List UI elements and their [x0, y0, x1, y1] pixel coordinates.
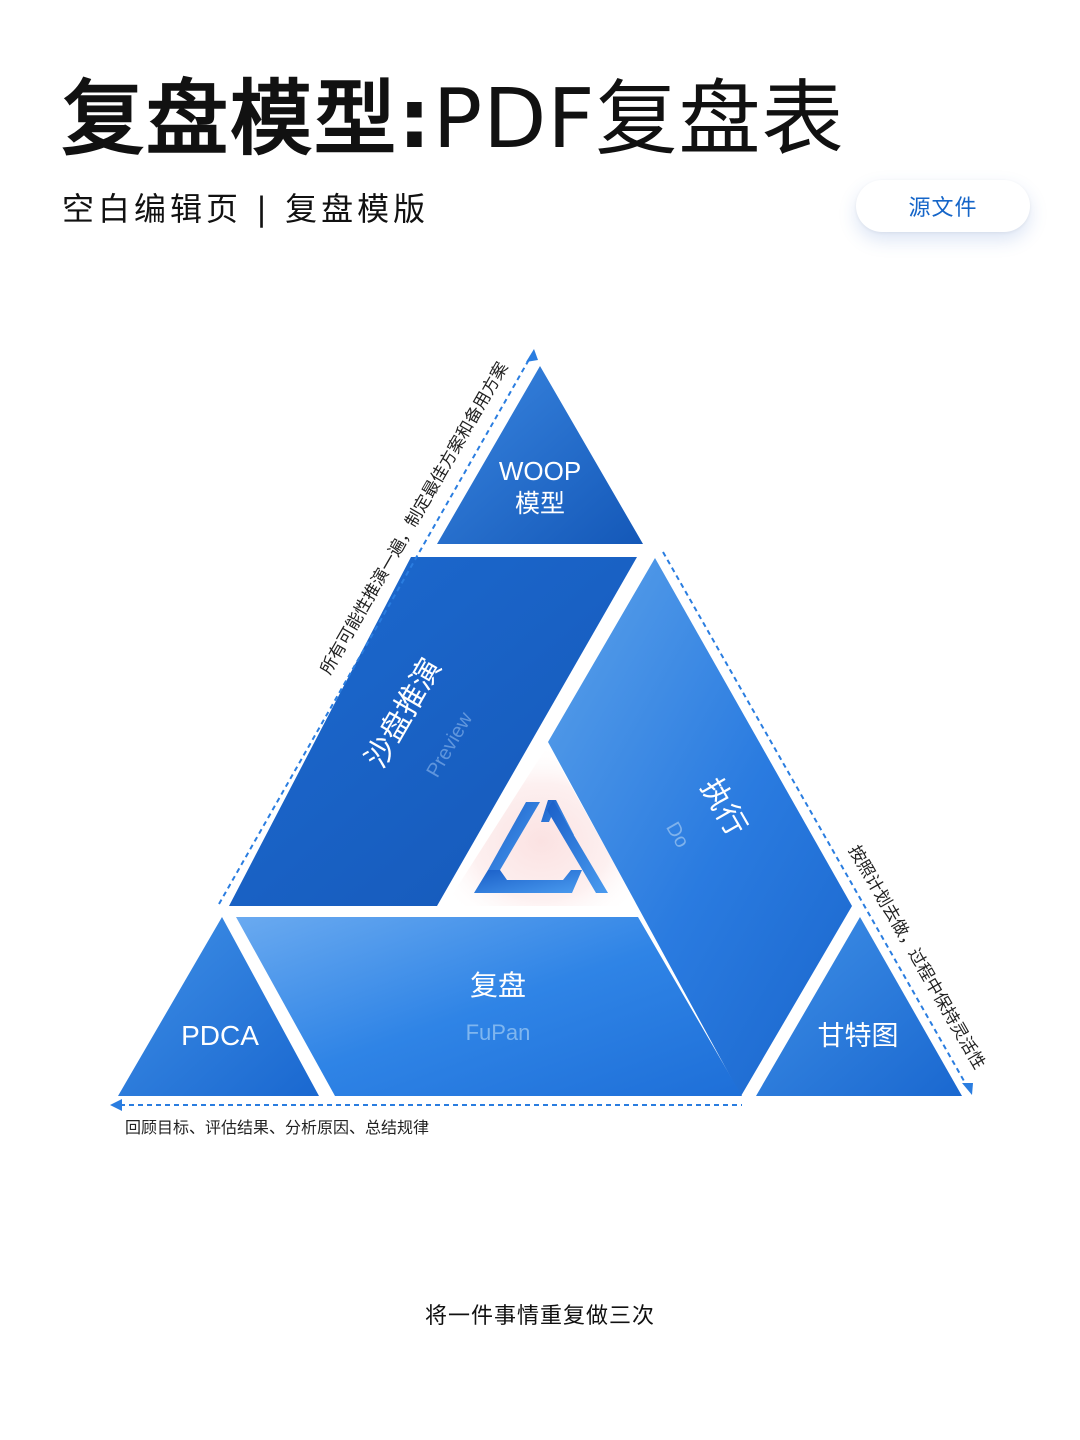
center-logo-icon — [474, 800, 608, 893]
page-title: 复盘模型: PDF复盘表 — [62, 52, 845, 167]
right-arrowhead — [962, 1083, 973, 1095]
title-bold-part: 复盘模型: — [62, 72, 433, 167]
right-edge-arrow — [662, 551, 969, 1089]
footer-text: 将一件事情重复做三次 — [424, 1304, 655, 1329]
bottom-right-label: 甘特图 — [818, 1021, 899, 1052]
bottom-arrow-caption: 回顾目标、评估结果、分析原因、总结规律 — [125, 1118, 429, 1137]
page-subtitle: 空白编辑页 | 复盘模版 — [62, 190, 430, 228]
bottom-right-segment — [756, 917, 962, 1096]
source-file-button[interactable]: 源文件 — [856, 180, 1030, 232]
bottom-arrowhead — [110, 1099, 122, 1111]
top-label-line2: 模型 — [515, 489, 565, 518]
top-segment — [437, 366, 643, 544]
bottom-band-sublabel: FuPan — [466, 1020, 531, 1045]
bottom-band — [236, 917, 742, 1096]
left-arrowhead — [526, 349, 538, 362]
left-edge-arrow — [218, 355, 532, 905]
right-band — [548, 558, 852, 1096]
title-light-part: PDF复盘表 — [432, 72, 845, 167]
bottom-left-label: PDCA — [181, 1020, 259, 1051]
bottom-band-label: 复盘 — [470, 969, 526, 1002]
top-label-line1: WOOP — [499, 456, 581, 486]
bottom-left-segment — [118, 917, 319, 1096]
left-band — [229, 557, 637, 906]
